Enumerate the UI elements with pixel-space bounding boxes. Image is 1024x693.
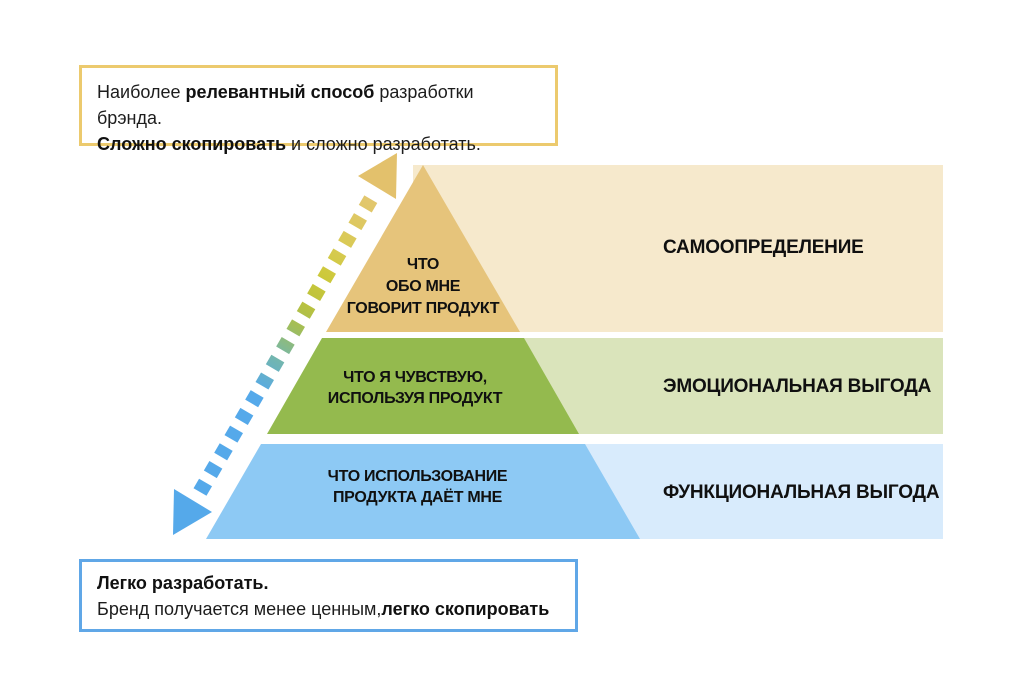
pyramid-label-line: ГОВОРИТ ПРОДУКТ [346, 300, 500, 317]
pyramid-label-line: ЧТО ИСПОЛЬЗОВАНИЕ [327, 468, 508, 485]
pyramid-label-line: ИСПОЛЬЗУЯ ПРОДУКТ [327, 390, 503, 407]
bottom-annotation-box: Легко разработать. Бренд получается мене… [79, 559, 578, 632]
pyramid-label-top: ЧТО ОБО МНЕ ГОВОРИТ ПРОДУКТ [318, 254, 528, 320]
band-label-emotional-benefit: ЭМОЦИОНАЛЬНАЯ ВЫГОДА [663, 376, 932, 397]
bottom-annotation-line-1: Легко разработать. [97, 570, 560, 596]
top-annotation-line-2: Сложно скопировать и сложно разработать. [97, 131, 540, 157]
pyramid-label-line: ЧТО [406, 256, 440, 273]
band-label-functional-benefit: ФУНКЦИОНАЛЬНАЯ ВЫГОДА [663, 482, 940, 503]
band-label-self-determination: САМООПРЕДЕЛЕНИЕ [663, 237, 864, 258]
pyramid-label-middle: ЧТО Я ЧУВСТВУЮ, ИСПОЛЬЗУЯ ПРОДУКТ [295, 367, 535, 409]
pyramid-label-bottom: ЧТО ИСПОЛЬЗОВАНИЕ ПРОДУКТА ДАЁТ МНЕ [295, 466, 540, 508]
bottom-note-bold: Легко разработать. [97, 573, 269, 593]
top-note-bold: Сложно скопировать [97, 134, 287, 154]
bottom-note-bold: легко скопировать [381, 599, 550, 619]
top-note-text: и сложно разработать. [286, 134, 481, 154]
pyramid-level-bottom-shape [206, 444, 640, 539]
top-annotation-box: Наиболее релевантный способ разработки б… [79, 65, 558, 154]
pyramid-level-middle-shape [267, 338, 579, 434]
pyramid-label-line: ОБО МНЕ [385, 278, 461, 295]
arrow-dashes [193, 188, 382, 496]
pyramid-label-line: ПРОДУКТА ДАЁТ МНЕ [332, 489, 502, 506]
top-annotation-line-1: Наиболее релевантный способ разработки б… [97, 79, 540, 131]
arrow-down-head-icon [173, 489, 212, 535]
pyramid-level-top-shape [326, 165, 520, 332]
pyramid-label-line: ЧТО Я ЧУВСТВУЮ, [343, 369, 487, 386]
bottom-note-text: Бренд получается менее ценным, [97, 599, 382, 619]
top-note-text: разработки брэнда. [97, 82, 474, 128]
top-note-text: Наиболее [97, 82, 186, 102]
bottom-annotation-line-2: Бренд получается менее ценным,легко скоп… [97, 596, 560, 622]
top-note-bold: релевантный способ [185, 82, 375, 102]
arrow-up-head-icon [358, 153, 397, 199]
